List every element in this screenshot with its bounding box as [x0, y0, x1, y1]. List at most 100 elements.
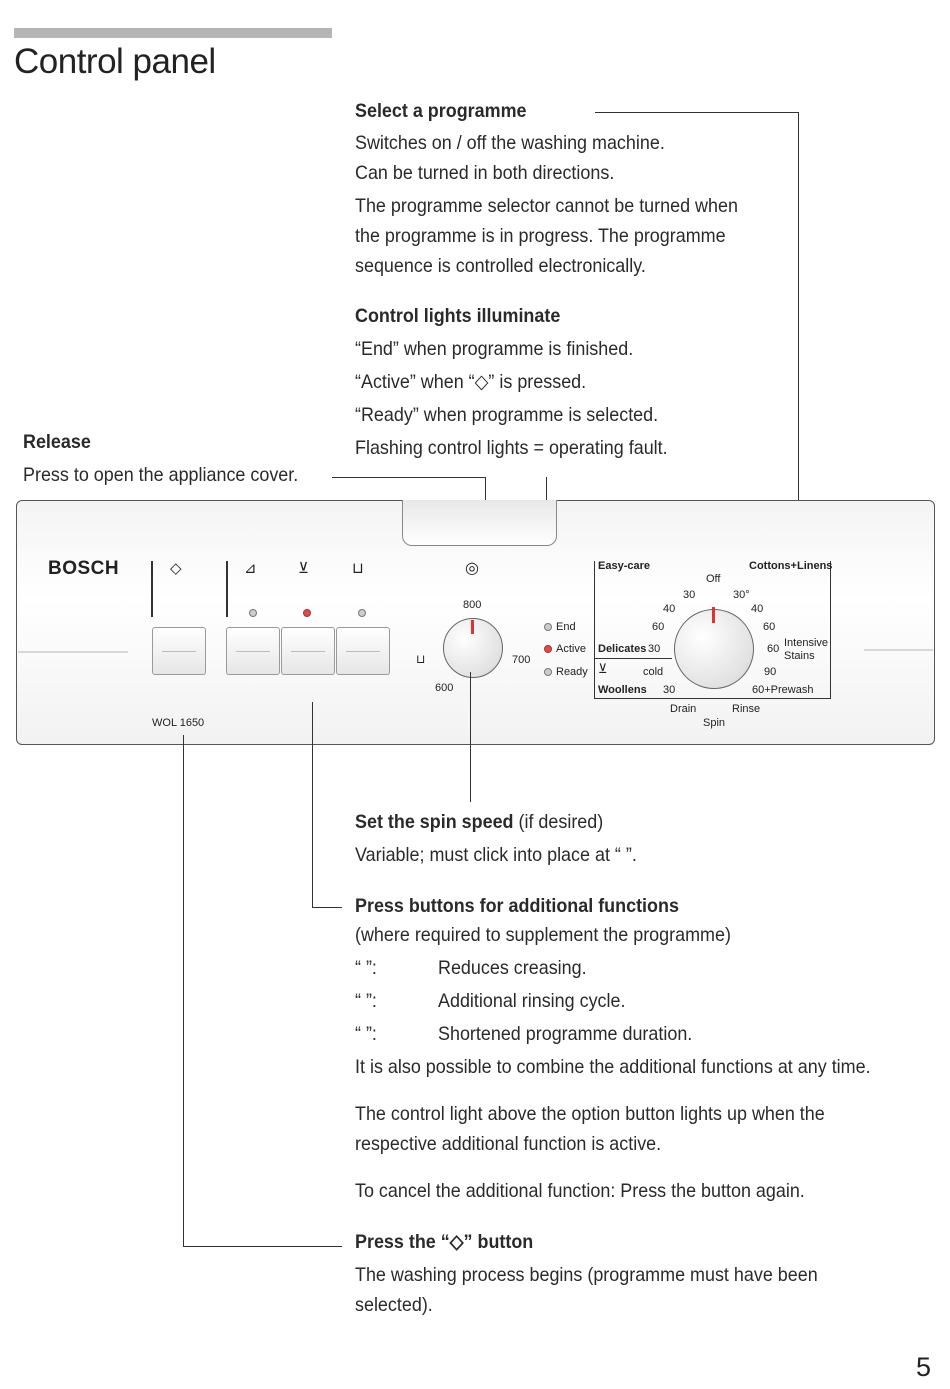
stains-label: Stains [784, 650, 815, 662]
leader-line [595, 112, 799, 114]
temp-label: 30 [683, 589, 696, 601]
brand-logo: BOSCH [48, 558, 120, 579]
select-line: The programme selector cannot be turned … [355, 195, 738, 217]
cold-label: cold [643, 666, 664, 678]
anti-crease-button[interactable] [226, 627, 280, 675]
functions-sub: (where required to supplement the progra… [355, 924, 731, 946]
release-text: Press to open the appliance cover. [23, 464, 299, 486]
select-line: Can be turned in both directions. [355, 162, 615, 184]
spin-speed-heading-bold: Set the spin speed [355, 811, 514, 833]
cancel-text: To cancel the additional function: Press… [355, 1180, 805, 1202]
ready-light [544, 668, 552, 676]
leader-line [183, 735, 185, 1247]
leader-line [798, 112, 800, 512]
functions-heading: Press buttons for additional functions [355, 895, 679, 917]
start-icon: ◇ [170, 560, 182, 577]
leader-line [312, 702, 314, 908]
knob-indicator [471, 620, 474, 634]
temp-label: 40 [663, 603, 676, 615]
iron-icon: ⊿ [244, 560, 257, 577]
intensive-label: Intensive [784, 637, 829, 649]
no-spin-icon: ⊔ [416, 652, 426, 666]
leader-line [183, 1246, 342, 1248]
drain-label: Drain [670, 703, 697, 715]
leader-line [312, 907, 342, 909]
leader-line [470, 672, 472, 802]
page-title: Control panel [14, 42, 216, 81]
divider [226, 561, 228, 617]
woollens-label: Woollens [598, 684, 647, 696]
spin-speed-text: Variable; must click into place at “ ”. [355, 844, 637, 866]
start-text: The washing process begins (programme mu… [355, 1264, 818, 1286]
lights-line: “End” when programme is finished. [355, 338, 634, 360]
temp-label: 60 [767, 643, 780, 655]
light-text: The control light above the option butto… [355, 1103, 825, 1125]
temp-label: 60 [652, 621, 665, 633]
leader-line [332, 477, 486, 479]
prewash-label: 60+Prewash [752, 684, 814, 696]
dial-frame [594, 561, 596, 699]
panel-groove [18, 651, 128, 653]
delicates-label: Delicates [598, 643, 647, 655]
title-bar-rule [14, 28, 332, 38]
light-text: respective additional function is active… [355, 1133, 662, 1155]
dial-frame [594, 698, 831, 700]
combine-text: It is also possible to combine the addit… [355, 1056, 871, 1078]
dial-frame [594, 658, 672, 659]
spin-position-label: Spin [703, 717, 726, 729]
status-label-end: End [556, 621, 576, 633]
spin-label: 700 [512, 654, 531, 666]
end-light [544, 623, 552, 631]
function-symbol: “ ”: [355, 957, 377, 979]
rinse-label: Rinse [732, 703, 761, 715]
select-line: the programme is in progress. The progra… [355, 225, 726, 247]
lights-line: “Ready” when programme is selected. [355, 404, 659, 426]
spin-label: 600 [435, 682, 454, 694]
dial-frame [830, 561, 832, 699]
temp-label: 60 [763, 621, 776, 633]
spin-icon: ◎ [465, 560, 479, 577]
spin-speed-note: (if desired) [513, 811, 604, 833]
active-light [544, 645, 552, 653]
start-heading: Press the “◇” button [355, 1231, 534, 1253]
function-desc: Reduces creasing. [438, 957, 587, 979]
short-time-button[interactable] [336, 627, 390, 675]
temp-label: 40 [751, 603, 764, 615]
select-line: sequence is controlled electronically. [355, 255, 646, 277]
temp-label: 30° [733, 589, 750, 601]
extra-rinse-button[interactable] [281, 627, 335, 675]
select-line: Switches on / off the washing machine. [355, 132, 665, 154]
spin-label: 800 [463, 599, 482, 611]
page-number: 5 [916, 1352, 932, 1382]
knob-indicator [712, 607, 715, 623]
select-programme-heading: Select a programme [355, 100, 527, 122]
option-light [249, 609, 257, 617]
lights-line: “Active” when “◇” is pressed. [355, 371, 587, 393]
control-lights-heading: Control lights illuminate [355, 305, 561, 327]
lights-line: Flashing control lights = operating faul… [355, 437, 668, 459]
function-symbol: “ ”: [355, 1023, 377, 1045]
function-desc: Shortened programme duration. [438, 1023, 693, 1045]
cottons-label: Cottons+Linens [749, 560, 833, 572]
release-heading: Release [23, 431, 91, 453]
option-light [358, 609, 366, 617]
easy-care-label: Easy-care [598, 560, 650, 572]
model-number: WOL 1650 [152, 717, 205, 729]
option-light [303, 609, 311, 617]
release-handle[interactable] [402, 500, 557, 546]
spin-speed-heading: Set the spin speed (if desired) [355, 808, 603, 838]
start-button[interactable] [152, 627, 206, 675]
short-programme-icon: ⊔ [352, 560, 364, 577]
start-text: selected). [355, 1294, 433, 1316]
function-desc: Additional rinsing cycle. [438, 990, 626, 1012]
divider [151, 561, 153, 617]
function-symbol: “ ”: [355, 990, 377, 1012]
status-label-ready: Ready [556, 666, 588, 678]
panel-groove [864, 649, 933, 651]
rinse-icon: ⊻ [298, 560, 309, 577]
temp-label: 90 [764, 666, 777, 678]
off-label: Off [706, 573, 721, 585]
temp-label: 30 [648, 643, 661, 655]
temp-label: 30 [663, 684, 676, 696]
status-label-active: Active [556, 643, 586, 655]
